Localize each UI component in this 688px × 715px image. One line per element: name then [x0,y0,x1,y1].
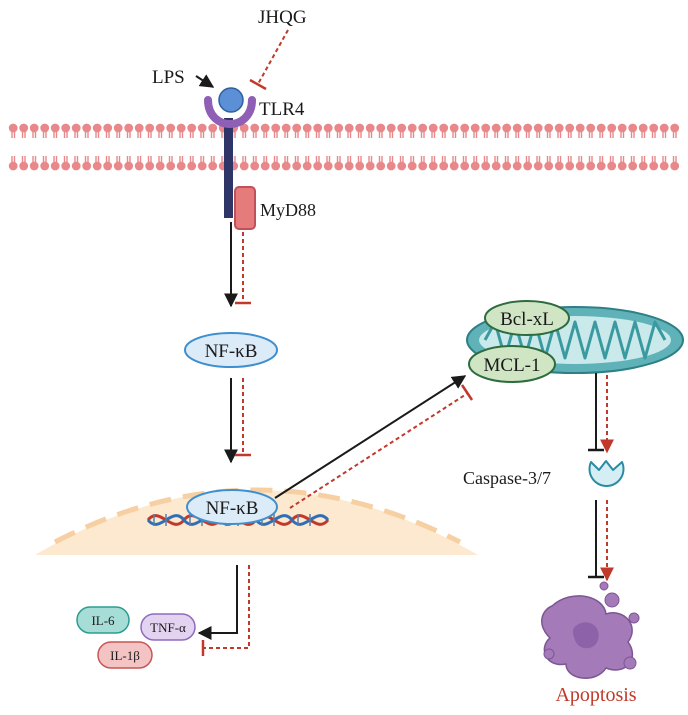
il1b-badge [97,641,153,669]
nfkb-nucleus [186,489,278,525]
nfkb-mcl1-inhibit-bar [460,384,474,401]
apoptosis-label: Apoptosis [555,684,636,706]
nfkb-cytoplasm-label: NF-κB [205,341,258,362]
nfkb-to-mcl1-arrow [274,375,467,499]
bclxl-label: Bcl-xL [500,309,554,330]
cytokine-output-arrow [197,565,238,640]
nfkb-nucleus-label: NF-κB [206,498,259,519]
il1b-label: IL-1β [110,648,140,663]
il6-badge [76,606,130,634]
il6-label: IL-6 [91,613,115,628]
tnfa-badge [140,613,196,641]
cytokine-inhibit-line [203,565,250,649]
myd88-label: MyD88 [260,200,316,220]
tlr4-label: TLR4 [259,99,305,120]
caspase-label: Caspase-3/7 [463,468,551,488]
nfkb-cytoplasm [184,332,278,368]
bclxl-protein [484,300,570,336]
nfkb-mcl1-inhibit-line [289,392,469,509]
apoptotic-cell-icon [541,581,640,679]
cell-membrane [8,123,680,171]
mcl1-label: MCL-1 [484,355,541,376]
lps-label: LPS [152,67,185,88]
tlr4-receptor [204,87,256,218]
myd88-protein [234,186,256,230]
tnfa-label: TNF-α [150,620,186,635]
lps-arrow [195,74,215,88]
mcl1-protein [468,345,556,383]
jhqg-label: JHQG [258,7,307,28]
jhqg-inhibit-line [257,29,289,85]
jhqg-inhibit-bar [249,78,267,91]
caspase-icon [588,460,625,487]
